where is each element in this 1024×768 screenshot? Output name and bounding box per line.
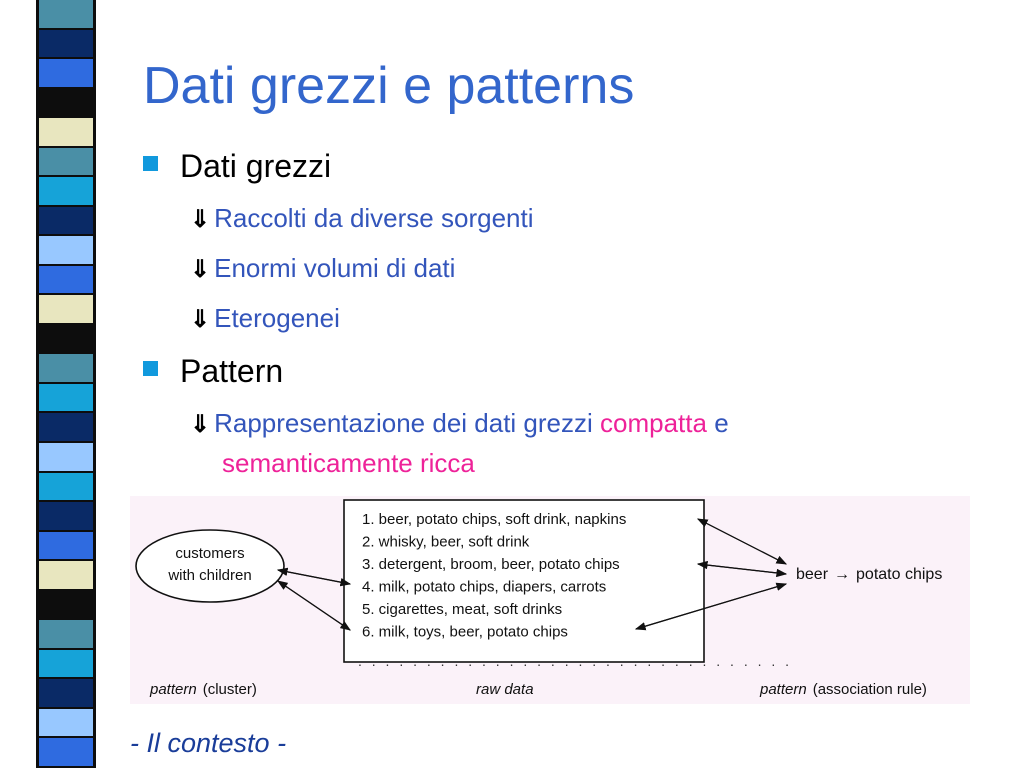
diagram-arrows (276, 518, 788, 631)
slide-title: Dati grezzi e patterns (143, 57, 635, 115)
down-arrow-icon: ⇓ (190, 206, 211, 233)
stripe-segment (39, 649, 93, 680)
subitem-text-part3: e (706, 408, 729, 438)
raw-data-row: 2. whisky, beer, soft drink (362, 534, 530, 551)
stripe-segment (39, 413, 93, 443)
pattern-diagram: customers with children 1. beer, potato … (130, 496, 970, 704)
subitem-sorgenti: ⇓Raccolti da diverse sorgenti (190, 203, 534, 234)
stripe-segment (39, 531, 93, 562)
square-bullet-icon (143, 361, 158, 376)
stripe-segment (39, 620, 93, 650)
caption-left-italic: pattern (149, 681, 197, 698)
pattern-diagram-figure: customers with children 1. beer, potato … (100, 476, 977, 729)
square-bullet-icon (143, 156, 158, 171)
bullet-dati-grezzi: Dati grezzi (143, 148, 331, 185)
raw-data-row: 5. cigarettes, meat, soft drinks (362, 601, 562, 618)
slide-footer: - Il contesto - (130, 728, 287, 758)
subitem-rappresentazione: ⇓Rappresentazione dei dati grezzi compat… (190, 408, 729, 439)
association-rule: beer → potato chips (796, 566, 942, 583)
bullet-label: Pattern (180, 353, 284, 389)
caption-left: pattern (cluster) (149, 681, 257, 698)
arrow-row3-to-rule (697, 563, 788, 578)
subitem-eterogenei: ⇓Eterogenei (190, 303, 340, 334)
stripe-segment (39, 442, 93, 473)
caption-center: raw data (476, 681, 534, 698)
caption-left-rest: (cluster) (203, 681, 257, 698)
stripe-segment (39, 590, 93, 621)
subitem-text: Raccolti da diverse sorgenti (214, 203, 534, 233)
raw-data-list: 1. beer, potato chips, soft drink, napki… (362, 511, 626, 641)
caption-right-italic: pattern (759, 681, 807, 698)
stripe-segment (39, 679, 93, 709)
bullet-pattern: Pattern (143, 353, 283, 390)
arrow-row6-to-rule (635, 582, 788, 630)
stripe-segment (39, 561, 93, 591)
stripe-segment (39, 708, 93, 739)
stripe-segment (39, 177, 93, 207)
stripe-segment (39, 88, 93, 119)
down-arrow-icon: ⇓ (190, 411, 211, 438)
raw-data-row: 3. detergent, broom, beer, potato chips (362, 556, 620, 573)
arrow-cluster-to-row6 (277, 580, 351, 631)
highlight-semanticamente-ricca: semanticamente ricca (222, 448, 475, 478)
caption-right-rest: (association rule) (813, 681, 927, 698)
caption-right: pattern (association rule) (759, 681, 927, 698)
stripe-segment (39, 0, 93, 30)
raw-data-row: 1. beer, potato chips, soft drink, napki… (362, 511, 626, 528)
stripe-segment (39, 383, 93, 414)
down-arrow-icon: ⇓ (190, 256, 211, 283)
stripe-segment (39, 206, 93, 237)
rule-arrow-icon: → (834, 566, 850, 583)
ellipsis-dots: . . . . . . . . . . . . . . . . . . . . … (358, 653, 792, 669)
stripe-segment (39, 29, 93, 60)
rule-rhs: potato chips (856, 566, 942, 583)
raw-data-row: 4. milk, potato chips, diapers, carrots (362, 579, 606, 596)
stripe-segment (39, 295, 93, 325)
highlight-compatta: compatta (600, 408, 707, 438)
down-arrow-icon: ⇓ (190, 306, 211, 333)
arrow-cluster-to-row4 (277, 569, 352, 587)
subitem-volumi: ⇓Enormi volumi di dati (190, 253, 455, 284)
stripe-segment (39, 472, 93, 503)
stripe-segment (39, 265, 93, 296)
stripe-segment (39, 502, 93, 532)
stripe-segment (39, 738, 93, 768)
cluster-label-2: with children (167, 567, 251, 584)
stripe-segment (39, 118, 93, 148)
stripe-segment (39, 147, 93, 178)
subitem-text: Enormi volumi di dati (214, 253, 456, 283)
raw-data-row: 6. milk, toys, beer, potato chips (362, 624, 568, 641)
subitem-text: Eterogenei (214, 303, 340, 333)
rule-lhs: beer (796, 566, 829, 583)
cluster-ellipse (135, 529, 285, 603)
stripe-segment (39, 324, 93, 355)
stripe-segment (39, 59, 93, 89)
raw-data-box (343, 499, 705, 663)
stripe-segment (39, 236, 93, 266)
cluster-label-1: customers (175, 545, 244, 562)
arrow-row1-to-rule (697, 518, 788, 565)
subitem-text-part1: Rappresentazione dei dati grezzi (214, 408, 601, 438)
stripe-segment (39, 354, 93, 384)
bullet-label: Dati grezzi (180, 148, 332, 184)
decorative-stripe-bar (36, 0, 96, 768)
